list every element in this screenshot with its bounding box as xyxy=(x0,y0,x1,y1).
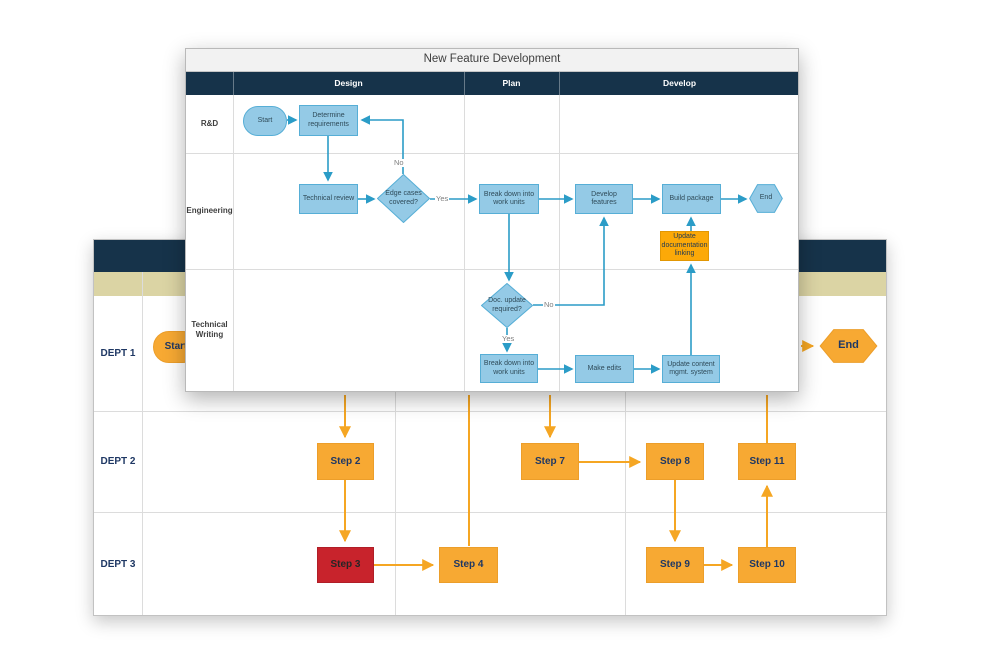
lane-label-technical-writing: Technical Writing xyxy=(191,320,228,339)
node-step2[interactable]: Step 2 xyxy=(317,443,374,480)
front-flowchart-panel[interactable]: New Feature Development Design Plan Deve… xyxy=(185,48,799,392)
lane-label-rnd: R&D xyxy=(200,119,219,129)
node-edge-cases-covered[interactable]: Edge cases covered? xyxy=(377,174,430,223)
diamond-shape xyxy=(481,283,533,328)
phase-develop: Develop xyxy=(662,78,697,89)
node-front-start[interactable]: Start xyxy=(243,106,287,136)
node-update-content-mgmt[interactable]: Update content mgmt. system xyxy=(662,355,720,383)
back-connectors xyxy=(339,340,815,571)
branch-label-no-top: No xyxy=(393,158,405,167)
front-connectors xyxy=(287,115,748,374)
hexagon-shape xyxy=(819,329,878,363)
branch-label-yes-low: Yes xyxy=(501,334,516,343)
branch-label-yes-mid: Yes xyxy=(435,194,450,203)
front-grid-line xyxy=(464,95,465,391)
lane-label-dept3: DEPT 3 xyxy=(100,558,136,570)
lane-label-dept1: DEPT 1 xyxy=(100,347,136,359)
node-step4[interactable]: Step 4 xyxy=(439,547,498,583)
front-lane-divider xyxy=(186,269,798,270)
front-grid-line xyxy=(559,95,560,391)
edge-edgecases-no-to-determine xyxy=(360,115,404,174)
lane-label-engineering: Engineering xyxy=(186,206,233,216)
node-step8[interactable]: Step 8 xyxy=(646,443,704,480)
edge-docupdate-no-to-develop xyxy=(533,216,609,306)
node-step9[interactable]: Step 9 xyxy=(646,547,704,583)
back-grid-line xyxy=(142,272,143,615)
node-make-edits[interactable]: Make edits xyxy=(575,355,634,383)
back-lane-divider xyxy=(94,512,886,513)
phase-separator xyxy=(464,72,465,95)
diamond-shape xyxy=(377,174,430,223)
lane-label-dept2: DEPT 2 xyxy=(100,455,136,467)
back-grid-line xyxy=(395,296,396,615)
node-step3[interactable]: Step 3 xyxy=(317,547,374,583)
node-build-package[interactable]: Build package xyxy=(662,184,721,214)
hexagon-shape xyxy=(749,184,783,213)
node-back-end[interactable]: End xyxy=(819,329,878,363)
front-phase-header: Design Plan Develop xyxy=(186,72,798,95)
node-step7[interactable]: Step 7 xyxy=(521,443,579,480)
phase-separator xyxy=(559,72,560,95)
back-lane-divider xyxy=(94,411,886,412)
phase-design: Design xyxy=(334,78,363,89)
node-develop-features[interactable]: Develop features xyxy=(575,184,633,214)
node-break-down-tw[interactable]: Break down into work units xyxy=(480,354,538,383)
node-step11[interactable]: Step 11 xyxy=(738,443,796,480)
phase-separator xyxy=(233,72,234,95)
node-technical-review[interactable]: Technical review xyxy=(299,184,358,214)
node-break-down-eng[interactable]: Break down into work units xyxy=(479,184,539,214)
node-step10[interactable]: Step 10 xyxy=(738,547,796,583)
front-grid-line xyxy=(233,95,234,391)
node-doc-update-required[interactable]: Doc. update required? xyxy=(481,283,533,328)
back-grid-line xyxy=(625,296,626,615)
node-update-documentation-linking[interactable]: Update documentation linking xyxy=(660,231,709,261)
front-chart-title: New Feature Development xyxy=(186,49,798,72)
node-front-end[interactable]: End xyxy=(749,184,783,213)
branch-label-no-mid: No xyxy=(543,300,555,309)
node-determine-requirements[interactable]: Determine requirements xyxy=(299,105,358,136)
front-lane-divider xyxy=(186,153,798,154)
phase-plan: Plan xyxy=(502,78,521,89)
